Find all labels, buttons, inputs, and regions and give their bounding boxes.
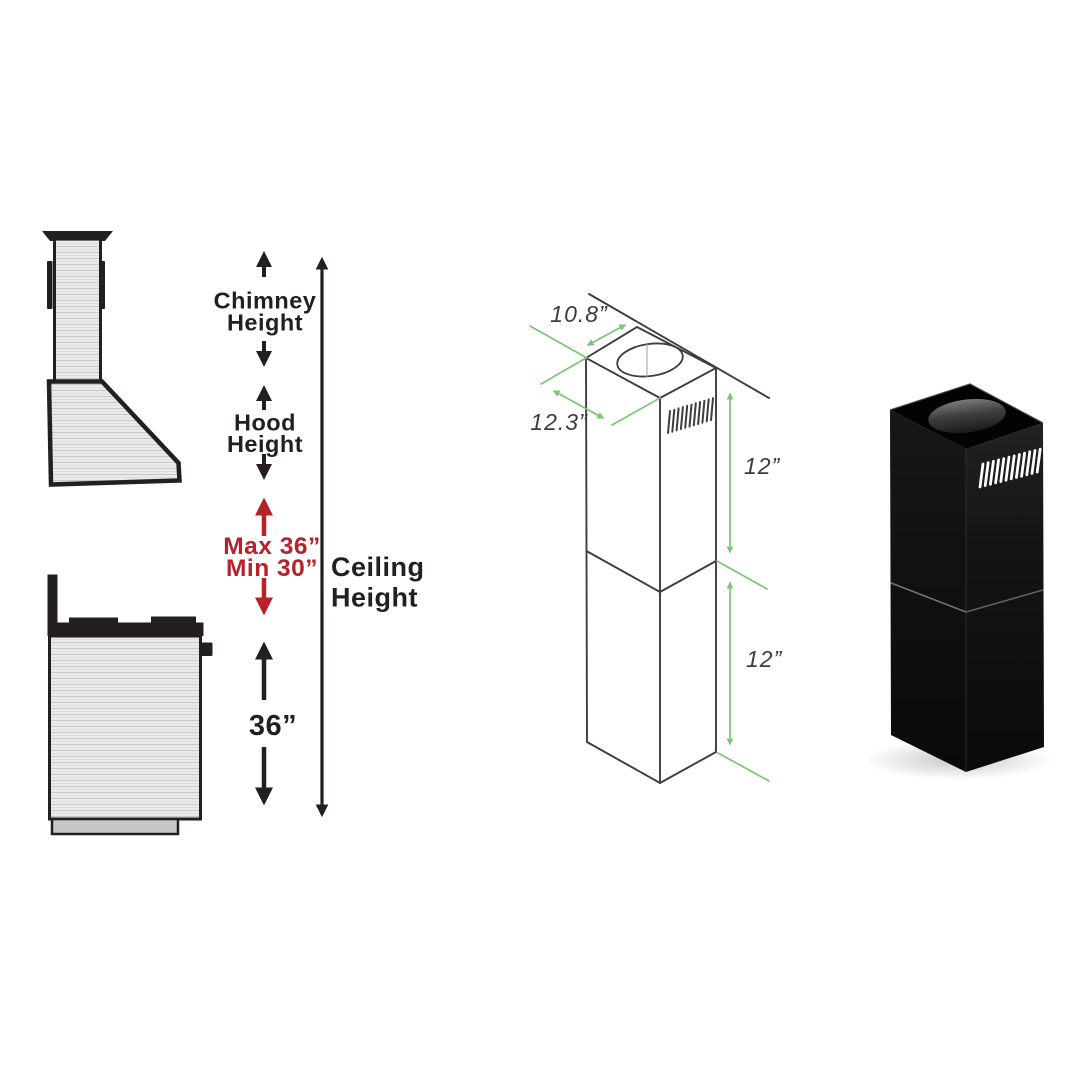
range-handle-tab xyxy=(200,642,213,656)
mount-max-label: Max 36” xyxy=(223,533,320,560)
duct-vent-slats xyxy=(667,397,714,434)
green-dimension-lines xyxy=(529,324,770,782)
dim-arrow-top-depth xyxy=(552,390,605,419)
duct-hole-outline xyxy=(616,342,684,378)
mount-min-label: Min 30” xyxy=(226,555,318,582)
duct-seam xyxy=(585,550,717,594)
ext-line-top-left xyxy=(529,325,588,359)
product-face-left xyxy=(890,410,966,772)
top-width-label: 10.8” xyxy=(550,301,608,327)
product-seam-left xyxy=(890,582,967,613)
wall-hood-side-view xyxy=(42,231,182,487)
ceiling-plane-line xyxy=(588,293,770,399)
product-seam-right xyxy=(965,589,1044,613)
duct-edge-left xyxy=(585,357,588,743)
duct-top-face xyxy=(584,325,719,400)
range-body xyxy=(48,634,202,821)
range-burner-right xyxy=(151,616,196,626)
product-vent-slats xyxy=(978,447,1042,489)
hood-height-label-line1: Hood xyxy=(234,410,296,436)
ext-line-depth-far xyxy=(611,397,661,426)
chimney-extension-product-photo xyxy=(863,383,1053,780)
lower-section-height-label: 12” xyxy=(746,646,783,672)
range-side-view xyxy=(47,574,213,836)
chimney-height-label-line2: Height xyxy=(227,310,303,336)
product-top-rim-highlight xyxy=(889,383,1044,424)
range-cooktop-band xyxy=(47,622,204,636)
hood-bracket-right xyxy=(99,261,105,309)
product-duct-hole xyxy=(928,398,1006,434)
ext-line-seam xyxy=(716,560,768,590)
range-back-bar xyxy=(47,574,58,629)
duct-bottom-edge xyxy=(586,741,717,785)
hood-body xyxy=(46,379,182,487)
range-toe-kick xyxy=(50,817,180,836)
upper-section-height-label: 12” xyxy=(744,453,781,479)
product-face-right xyxy=(966,423,1044,772)
top-depth-label: 12.3” xyxy=(530,409,588,435)
ext-line-depth-near xyxy=(540,357,587,385)
ext-line-bottom xyxy=(717,752,770,782)
range-burner-left xyxy=(69,617,118,627)
chimney-extension-line-drawing: 10.8” 12.3” 12” 12” xyxy=(529,293,783,785)
left-installation-diagram: Chimney Height Hood Height Max 36” Min 3… xyxy=(42,231,425,836)
chimney-height-label-line1: Chimney xyxy=(214,288,317,314)
cooktop-clearance-label: 36” xyxy=(249,710,297,742)
hood-bracket-left xyxy=(47,261,53,309)
dim-arrow-top-width xyxy=(586,324,627,346)
ceiling-height-label-line1: Ceiling xyxy=(331,552,425,582)
hood-height-label-line2: Height xyxy=(227,431,303,457)
hood-chimney-duct xyxy=(53,237,102,384)
ceiling-height-label-line2: Height xyxy=(331,583,418,613)
